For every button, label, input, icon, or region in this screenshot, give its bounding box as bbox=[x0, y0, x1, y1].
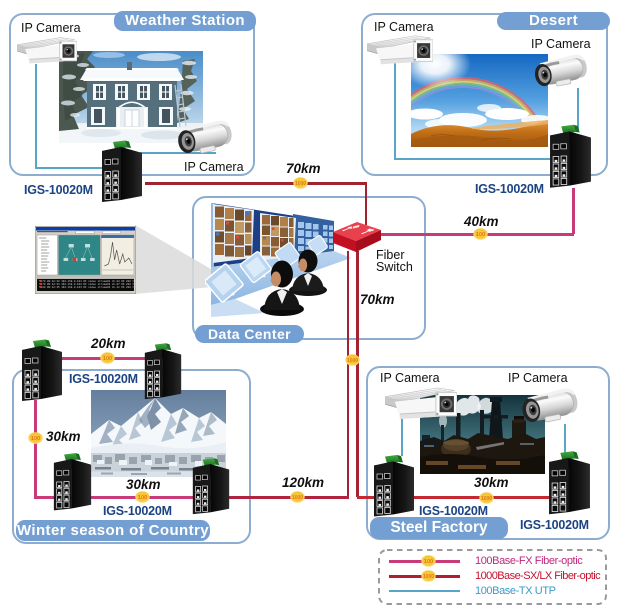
svg-text:100: 100 bbox=[31, 436, 40, 442]
svg-text:4279 09:12:34 192.168.0.102 RX: 4279 09:12:34 192.168.0.102 RX video str… bbox=[39, 282, 136, 286]
svg-text:100: 100 bbox=[138, 495, 147, 501]
svg-text:4280 09:12:35 192.168.0.103 RX: 4280 09:12:35 192.168.0.103 RX video str… bbox=[39, 285, 136, 289]
svg-text:100: 100 bbox=[476, 232, 485, 238]
svg-text:1000: 1000 bbox=[423, 574, 434, 580]
svg-text:1000: 1000 bbox=[347, 358, 358, 364]
svg-text:100: 100 bbox=[103, 356, 112, 362]
svg-text:1000: 1000 bbox=[295, 181, 306, 187]
svg-text:1000: 1000 bbox=[292, 495, 303, 501]
svg-text:4278 09:12:33 192.168.0.101 RX: 4278 09:12:33 192.168.0.101 RX video str… bbox=[39, 279, 136, 283]
svg-text:1000: 1000 bbox=[481, 496, 492, 502]
svg-text:100: 100 bbox=[424, 559, 433, 565]
